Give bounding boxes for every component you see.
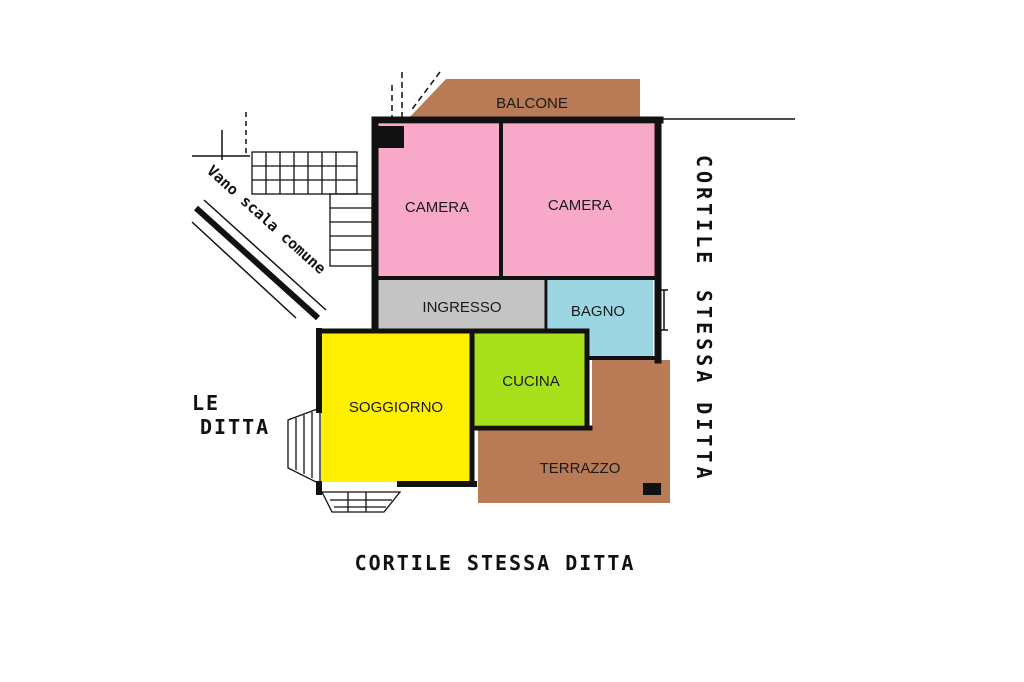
bay-window — [287, 407, 402, 513]
cortile-bottom-label: CORTILE STESSA DITTA — [355, 551, 636, 575]
balcone-room — [406, 79, 640, 121]
camera-2-label: CAMERA — [548, 197, 612, 214]
left-ditta-label: DITTA — [200, 415, 270, 439]
common-staircase — [191, 151, 373, 321]
bagno-label: BAGNO — [571, 303, 625, 320]
cucina-room — [474, 333, 585, 425]
cortile-right-label: CORTILE — [692, 155, 716, 267]
soggiorno-room — [321, 333, 473, 482]
camera-1-room — [377, 124, 500, 278]
wall-corner — [372, 126, 404, 148]
stessa-ditta-right-label: STESSA DITTA — [692, 290, 716, 483]
terrazzo-room — [478, 360, 670, 503]
bagno-window — [660, 289, 668, 331]
terrazzo-label: TERRAZZO — [540, 460, 621, 477]
site-lines — [192, 71, 795, 160]
ingresso-label: INGRESSO — [422, 299, 501, 316]
walls — [316, 116, 664, 495]
cucina-label: CUCINA — [502, 373, 560, 390]
camera-2-room — [503, 124, 656, 278]
left-le-label: LE — [192, 391, 220, 415]
soggiorno-label: SOGGIORNO — [349, 399, 443, 416]
ingresso-room — [377, 280, 545, 330]
terrazzo-drain — [643, 483, 661, 495]
camera-1-label: CAMERA — [405, 199, 469, 216]
balcone-label: BALCONE — [496, 95, 568, 112]
